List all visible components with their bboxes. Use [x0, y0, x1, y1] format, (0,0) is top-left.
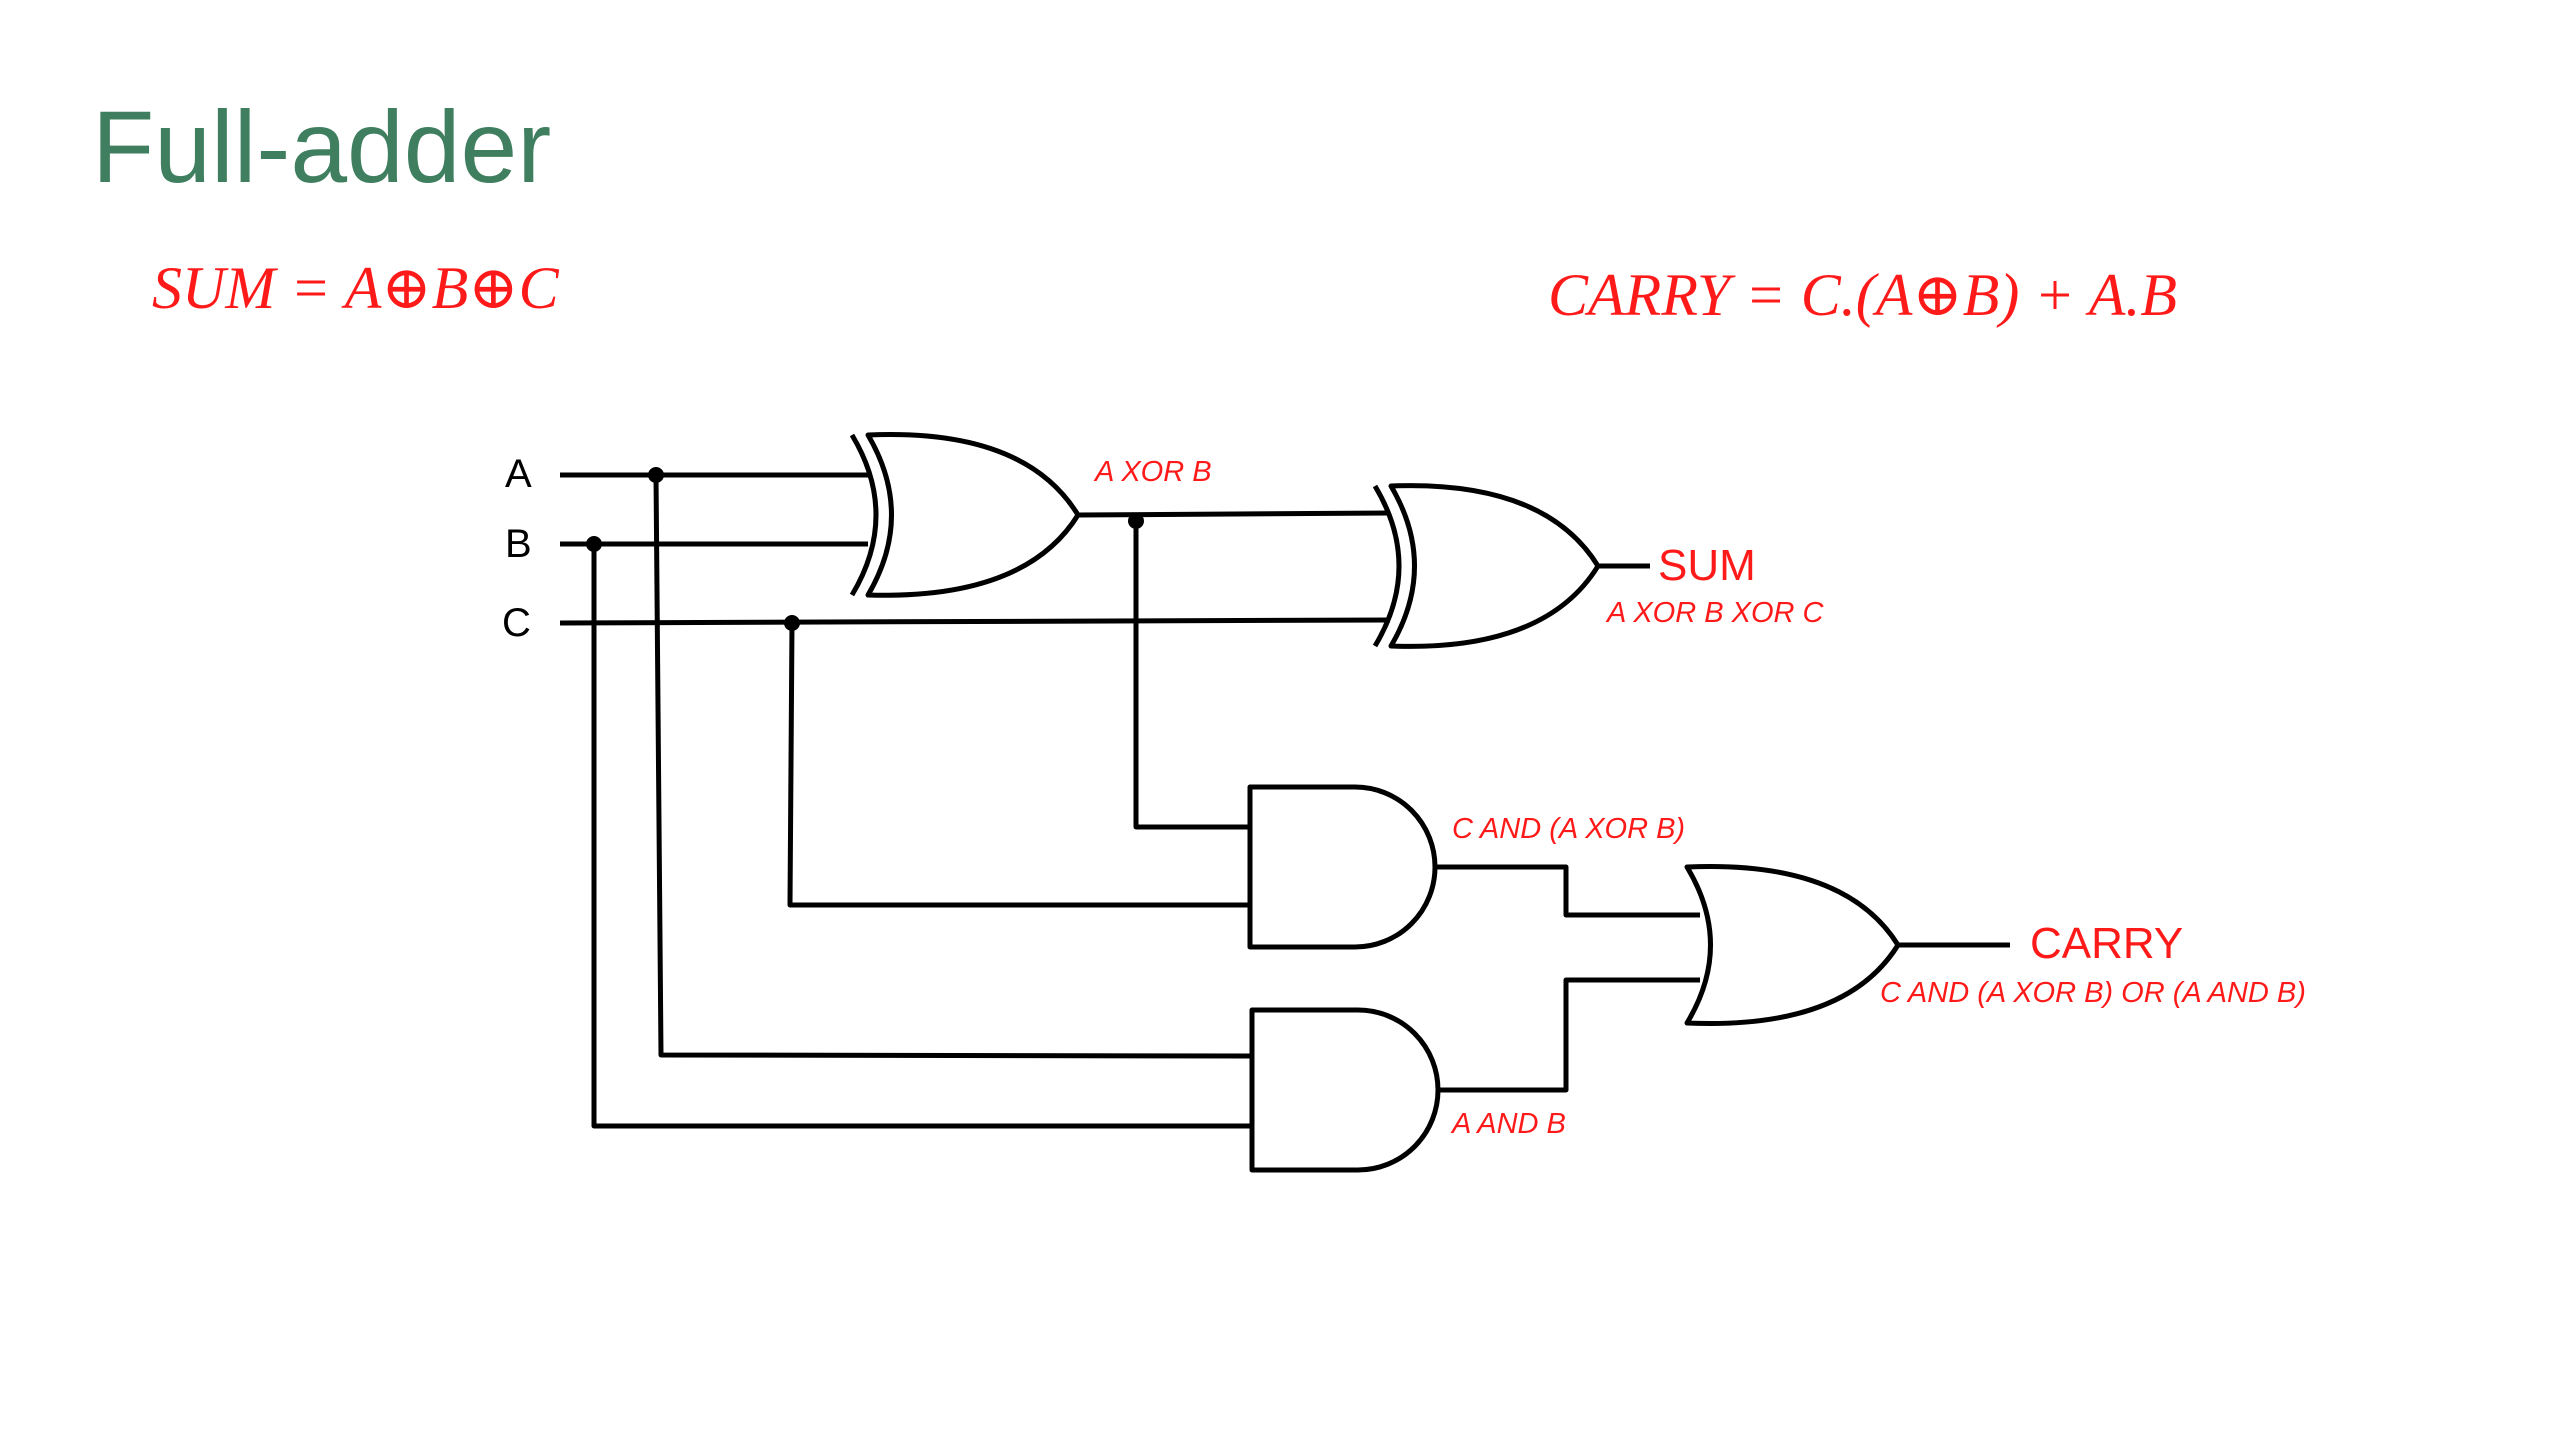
junction-axorb [1128, 513, 1144, 529]
xor-gate-1-extra-arc [849, 433, 879, 597]
or-gate [1684, 863, 1901, 1027]
wire-and1-to-or [1435, 864, 1700, 918]
wire-axorb-to-and1 [1133, 521, 1252, 830]
carry-formula: CARRY = C.(A⊕B) + A.B [1548, 262, 2177, 328]
annotation-and1-out: C AND (A XOR B) [1452, 813, 1685, 845]
junction-a [648, 467, 664, 483]
wire-b-to-and2 [591, 544, 1252, 1129]
output-label-sum: SUM [1658, 541, 1756, 590]
and-gate-1 [1247, 784, 1438, 950]
annotation-and2-out: A AND B [1450, 1108, 1566, 1140]
sum-formula: SUM = A⊕B⊕C [152, 255, 560, 321]
and-gate-2 [1249, 1007, 1441, 1173]
wire-axorb [1077, 510, 1391, 518]
slide-title: Full-adder [92, 90, 551, 204]
wire-c-to-and1 [787, 622, 1252, 908]
wire-and2-to-or [1438, 977, 1700, 1093]
input-label-c: C [502, 601, 531, 645]
annotation-or-out: C AND (A XOR B) OR (A AND B) [1880, 977, 2306, 1009]
output-label-carry: CARRY [2030, 919, 2183, 968]
xor-gate-2-body [1388, 483, 1601, 649]
xor-gate-1-body [865, 431, 1081, 598]
input-label-a: A [505, 452, 532, 496]
input-label-b: B [505, 522, 532, 566]
annotation-xor1-out: A XOR B [1093, 456, 1212, 488]
wire-a-to-and2 [653, 474, 1253, 1059]
xor-gate-2 [1372, 483, 1601, 649]
wire-c [559, 617, 1391, 626]
junction-c [784, 615, 800, 631]
junction-b [586, 536, 602, 552]
xor-gate-1 [849, 431, 1081, 598]
xor-gate-2-extra-arc [1372, 484, 1402, 648]
annotation-xor2-out: A XOR B XOR C [1605, 597, 1825, 629]
